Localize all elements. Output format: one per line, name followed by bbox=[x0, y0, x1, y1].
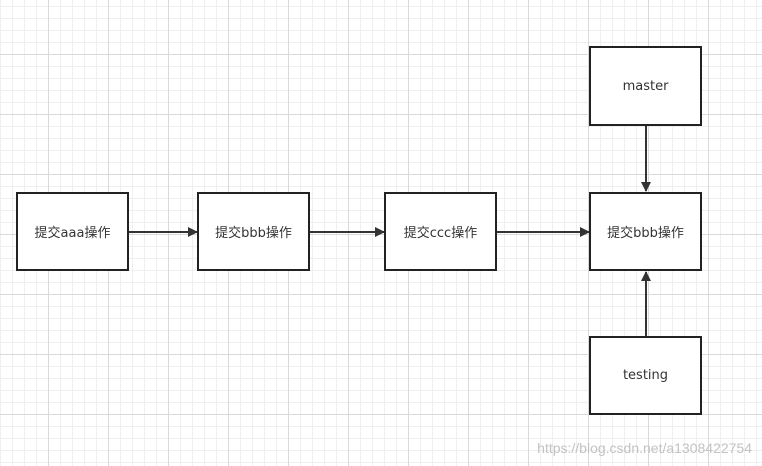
node-commit-ccc[interactable]: 提交ccc操作 bbox=[384, 192, 497, 271]
watermark: https://blog.csdn.net/a1308422754 bbox=[537, 440, 752, 456]
node-label: 提交bbb操作 bbox=[607, 226, 684, 241]
node-commit-aaa[interactable]: 提交aaa操作 bbox=[16, 192, 129, 271]
node-testing-branch[interactable]: testing bbox=[589, 336, 702, 415]
node-label: 提交aaa操作 bbox=[34, 226, 111, 241]
node-label: master bbox=[622, 78, 669, 94]
node-label: testing bbox=[622, 368, 669, 383]
node-master-branch[interactable]: master bbox=[589, 46, 702, 126]
node-commit-bbb[interactable]: 提交bbb操作 bbox=[197, 192, 310, 271]
node-commit-bbb-head[interactable]: 提交bbb操作 bbox=[589, 192, 702, 271]
node-label: 提交bbb操作 bbox=[215, 226, 292, 241]
node-label: 提交ccc操作 bbox=[403, 226, 478, 241]
